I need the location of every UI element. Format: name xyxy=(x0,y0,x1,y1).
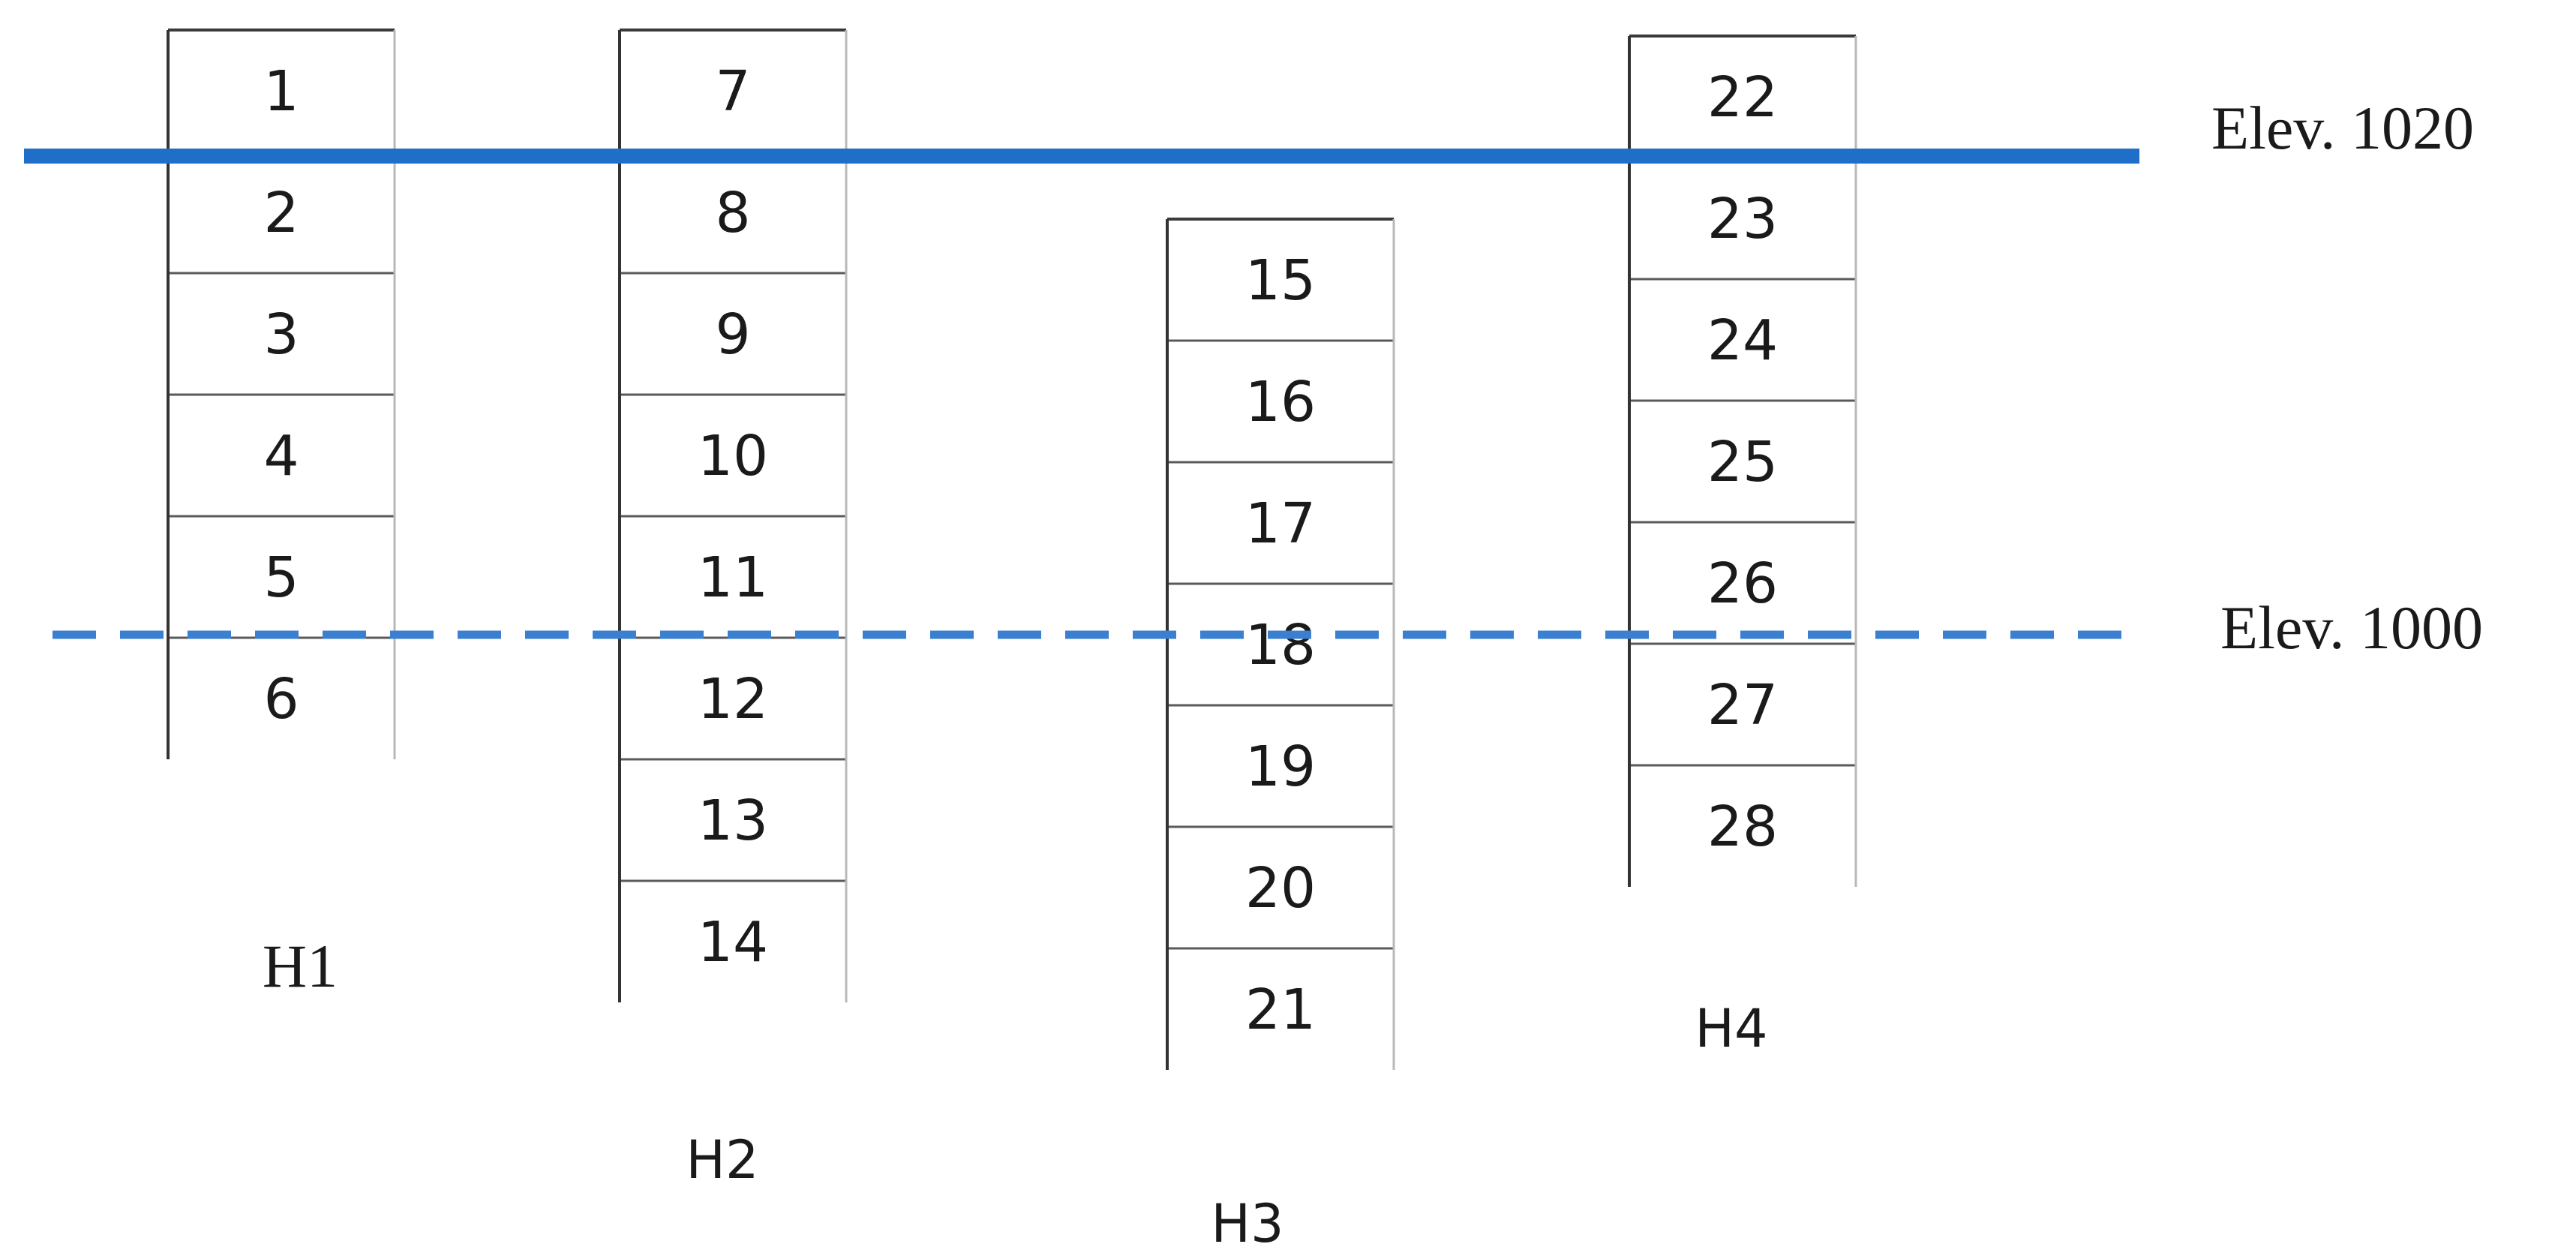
hole-cell: 18 xyxy=(1167,582,1394,705)
elevation-label: Elev. 1020 xyxy=(2211,94,2474,162)
cell-box xyxy=(620,881,846,1002)
cell-box xyxy=(168,30,395,152)
cell-box xyxy=(1629,158,1856,279)
hole-cell: 27 xyxy=(1629,642,1856,765)
cell-box xyxy=(1167,462,1394,584)
cell-box xyxy=(1167,219,1394,341)
cell-number: 24 xyxy=(1707,308,1778,373)
hole-cell: 24 xyxy=(1629,278,1856,401)
hole-cell: 19 xyxy=(1167,704,1394,827)
hole-cell: 7 xyxy=(620,30,846,152)
cell-number: 8 xyxy=(715,181,750,245)
cell-number: 25 xyxy=(1707,430,1778,494)
cell-number: 14 xyxy=(698,910,768,975)
cell-number: 4 xyxy=(263,424,299,488)
cell-box xyxy=(620,273,846,395)
cell-box xyxy=(1167,341,1394,462)
hole-cell: 5 xyxy=(168,515,395,638)
cell-box xyxy=(168,638,395,759)
hole-cell: 9 xyxy=(620,272,846,395)
cell-box xyxy=(620,759,846,881)
cell-box xyxy=(620,152,846,273)
cell-number: 22 xyxy=(1707,65,1778,130)
hole-label: H4 xyxy=(1695,998,1767,1059)
hole-label: H3 xyxy=(1211,1193,1283,1254)
hole-cell: 10 xyxy=(620,393,846,516)
elevation-line-1000: Elev. 1000 xyxy=(53,593,2483,662)
cell-box xyxy=(620,395,846,516)
elevation-line-1020: Elev. 1020 xyxy=(24,94,2474,164)
cell-number: 3 xyxy=(263,302,299,367)
cell-number: 9 xyxy=(715,302,750,367)
hole-cell: 28 xyxy=(1629,764,1856,887)
cell-box xyxy=(168,152,395,273)
hole-cell: 14 xyxy=(620,879,846,1002)
cell-box xyxy=(1629,522,1856,644)
hole-cell: 4 xyxy=(168,393,395,516)
hole-cell: 23 xyxy=(1629,156,1856,279)
hole-cell: 11 xyxy=(620,515,846,638)
cell-number: 10 xyxy=(698,424,768,488)
cell-number: 13 xyxy=(698,789,768,853)
hole-cell: 3 xyxy=(168,272,395,395)
hole-cell: 17 xyxy=(1167,461,1394,584)
cell-number: 15 xyxy=(1245,248,1316,313)
cell-number: 23 xyxy=(1707,187,1778,251)
cell-number: 21 xyxy=(1245,978,1316,1042)
cell-box xyxy=(620,30,846,152)
cell-box xyxy=(1629,644,1856,765)
hole-cell: 20 xyxy=(1167,825,1394,948)
cell-number: 19 xyxy=(1245,735,1316,799)
cell-box xyxy=(1167,827,1394,948)
hole-cell: 26 xyxy=(1629,521,1856,644)
cell-box xyxy=(1629,36,1856,158)
holes-layer: 123456H17891011121314H215161718192021H32… xyxy=(167,29,1857,1254)
cell-number: 12 xyxy=(698,667,768,732)
hole-cell: 12 xyxy=(620,636,846,759)
cell-number: 1 xyxy=(263,59,299,124)
elevation-label: Elev. 1000 xyxy=(2220,593,2483,662)
cell-box xyxy=(1629,401,1856,522)
cell-number: 18 xyxy=(1245,613,1316,678)
hole-cell: 16 xyxy=(1167,339,1394,462)
cell-number: 5 xyxy=(263,545,299,610)
cell-number: 6 xyxy=(263,667,299,732)
hole-cell: 22 xyxy=(1629,36,1856,158)
cell-number: 2 xyxy=(263,181,299,245)
hole-cell: 1 xyxy=(168,30,395,152)
cell-box xyxy=(1629,279,1856,401)
hole-cell: 15 xyxy=(1167,219,1394,341)
hole-cell: 25 xyxy=(1629,399,1856,522)
cell-number: 16 xyxy=(1245,370,1316,434)
cell-number: 26 xyxy=(1707,551,1778,616)
hole-cell: 6 xyxy=(168,636,395,759)
hole-label: H1 xyxy=(263,932,338,1000)
cell-box xyxy=(620,516,846,638)
hole-cell: 2 xyxy=(168,150,395,273)
hole-label: H2 xyxy=(686,1129,758,1191)
cell-number: 28 xyxy=(1707,795,1778,859)
cell-box xyxy=(1167,584,1394,705)
hole-column-h1: 1 2 3 4 5 6H1 xyxy=(167,29,396,1000)
hole-cell: 21 xyxy=(1167,947,1394,1070)
cell-box xyxy=(1167,948,1394,1070)
hole-cell: 8 xyxy=(620,150,846,273)
cell-box xyxy=(168,516,395,638)
hole-cell: 13 xyxy=(620,758,846,881)
cell-number: 17 xyxy=(1245,491,1316,556)
cell-number: 7 xyxy=(715,59,750,124)
cell-box xyxy=(620,638,846,759)
cell-box xyxy=(168,273,395,395)
cell-box xyxy=(1629,765,1856,887)
cell-number: 20 xyxy=(1245,856,1316,921)
cell-number: 11 xyxy=(698,545,768,610)
cell-box xyxy=(168,395,395,516)
cell-number: 27 xyxy=(1707,673,1778,738)
cell-box xyxy=(1167,705,1394,827)
